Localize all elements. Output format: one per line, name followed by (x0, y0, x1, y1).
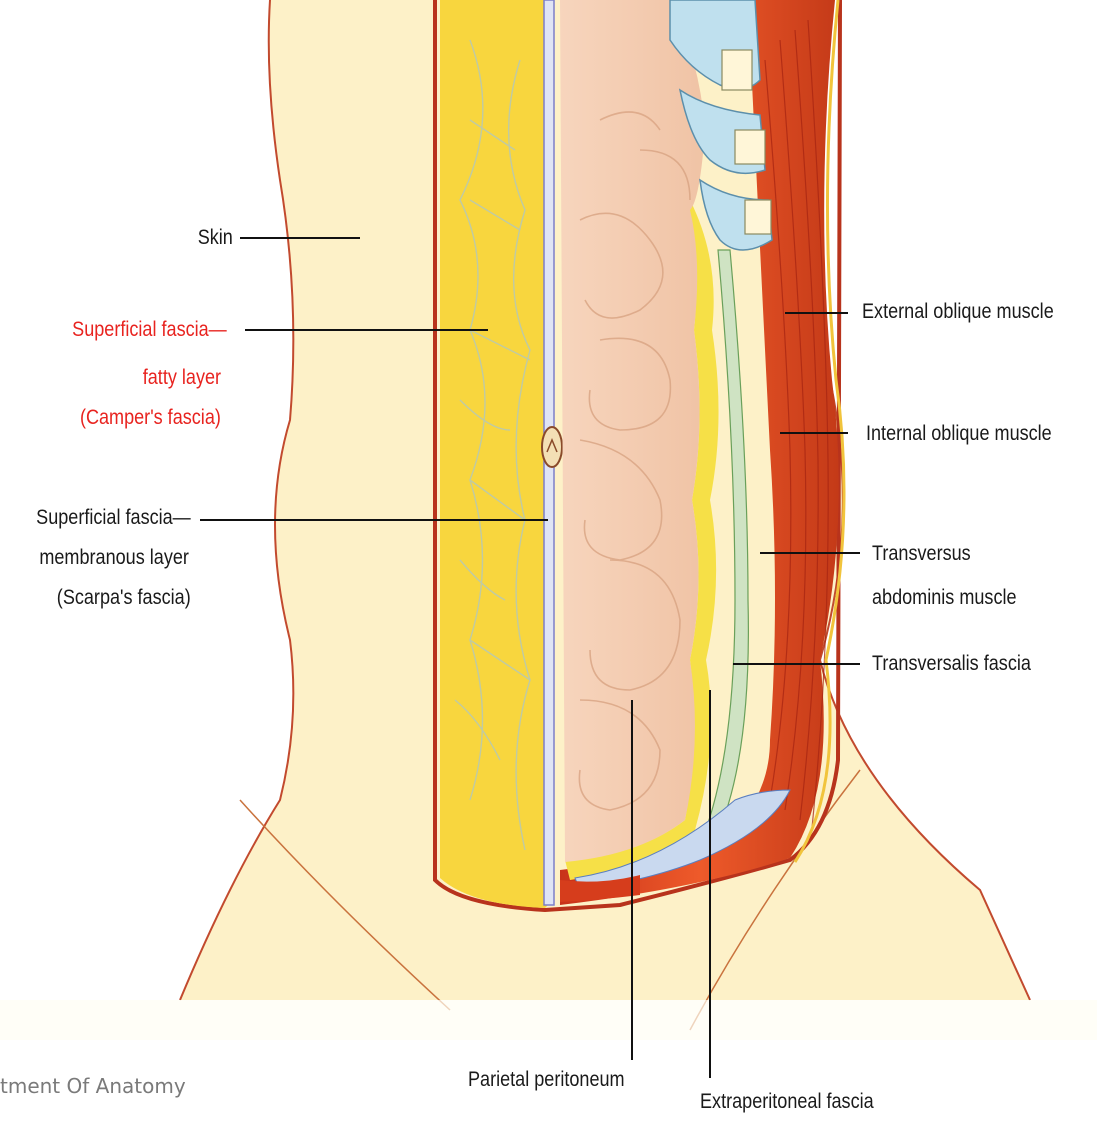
label-superficial-fatty-line3: (Camper's fascia) (80, 406, 221, 430)
label-transversus-line1: Transversus (872, 542, 971, 566)
label-transversus-line2: abdominis muscle (872, 586, 1017, 610)
label-superficial-fatty-line1: Superficial fascia— (72, 318, 227, 342)
label-internal-oblique: Internal oblique muscle (866, 422, 1052, 446)
footer-department: tment Of Anatomy (0, 1074, 186, 1098)
label-parietal-peritoneum: Parietal peritoneum (468, 1068, 625, 1092)
label-superficial-membranous-line2: membranous layer (39, 546, 189, 570)
label-transversalis: Transversalis fascia (872, 652, 1031, 676)
label-skin: Skin (198, 226, 233, 250)
umbilicus (542, 427, 562, 467)
label-external-oblique: External oblique muscle (862, 300, 1054, 324)
label-superficial-membranous-line3: (Scarpa's fascia) (57, 586, 191, 610)
label-extraperitoneal: Extraperitoneal fascia (700, 1090, 874, 1114)
label-superficial-fatty-line2: fatty layer (143, 366, 221, 390)
label-superficial-membranous-line1: Superficial fascia— (36, 506, 191, 530)
